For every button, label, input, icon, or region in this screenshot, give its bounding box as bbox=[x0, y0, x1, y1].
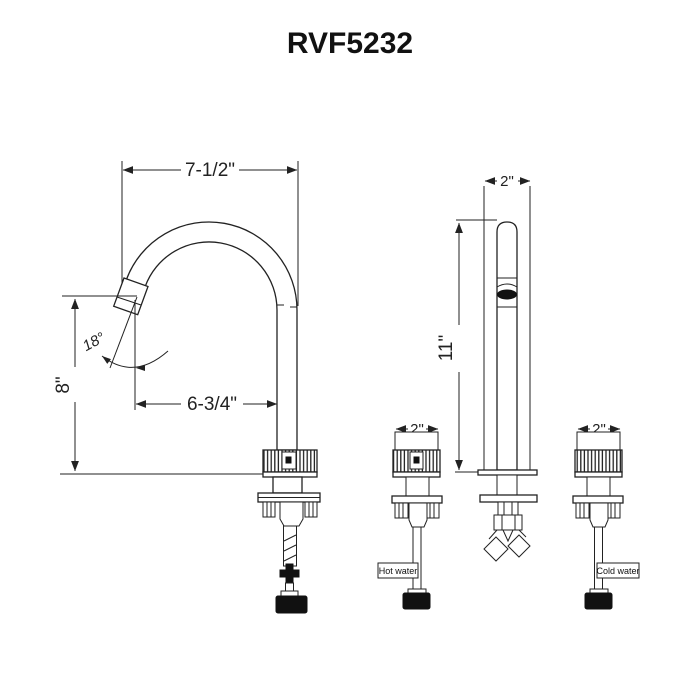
angle-arrowhead bbox=[136, 365, 145, 371]
spout-outlet bbox=[497, 289, 517, 300]
cold-water-label: Cold water bbox=[596, 566, 639, 576]
hot-supply-foot bbox=[402, 592, 431, 610]
hot-water-tag-box bbox=[377, 562, 419, 579]
front-underdeck-hardware bbox=[477, 469, 538, 562]
dim-spout-width-label: 7-1/2" bbox=[185, 160, 235, 181]
drawing-title: RVF5232 bbox=[287, 27, 413, 60]
aerator-rim-line bbox=[116, 296, 142, 306]
cold-handle-view: 2" Cold water bbox=[572, 421, 640, 610]
hot-underdeck-hardware bbox=[391, 476, 443, 594]
cold-knob-knurl bbox=[574, 449, 623, 473]
dim-column-height: 11" bbox=[436, 219, 497, 473]
cold-supply-foot bbox=[584, 592, 613, 610]
spout-front-view: 2" 11" bbox=[436, 173, 538, 562]
dim-front-top-width: 2" bbox=[484, 173, 531, 190]
cold-water-tag-box bbox=[596, 562, 640, 579]
hot-water-label: Hot water bbox=[379, 566, 418, 576]
supply-connector-right bbox=[507, 534, 531, 558]
dim-spout-width: 7-1/2" bbox=[121, 160, 299, 306]
dim-spout-reach: 6-3/4" bbox=[135, 394, 278, 415]
spout-side-view: 7-1/2" 8" 18° 6-3/4" bbox=[53, 160, 321, 614]
spout-mounting-nut bbox=[262, 449, 318, 478]
supply-cross-fitting bbox=[285, 563, 294, 584]
supply-connector-left bbox=[483, 536, 509, 562]
angle-arrowhead bbox=[102, 356, 111, 364]
angle-slant-line bbox=[109, 296, 138, 369]
hot-knob-top bbox=[394, 431, 439, 451]
cold-underdeck-hardware bbox=[572, 476, 624, 594]
dim-column-height-label: 11" bbox=[436, 335, 457, 361]
spout-underdeck-hardware bbox=[257, 476, 321, 614]
spout-tube-front bbox=[496, 221, 518, 471]
cold-knob-top bbox=[576, 431, 621, 451]
hot-handle-view: 2" Hot water bbox=[377, 421, 443, 610]
dim-spout-reach-label: 6-3/4" bbox=[187, 394, 237, 415]
spout-supply-foot bbox=[275, 595, 308, 614]
dim-front-top-width-label: 2" bbox=[500, 173, 514, 190]
dim-spout-height-label: 8" bbox=[53, 376, 74, 393]
dim-spout-height: 8" bbox=[53, 295, 137, 472]
